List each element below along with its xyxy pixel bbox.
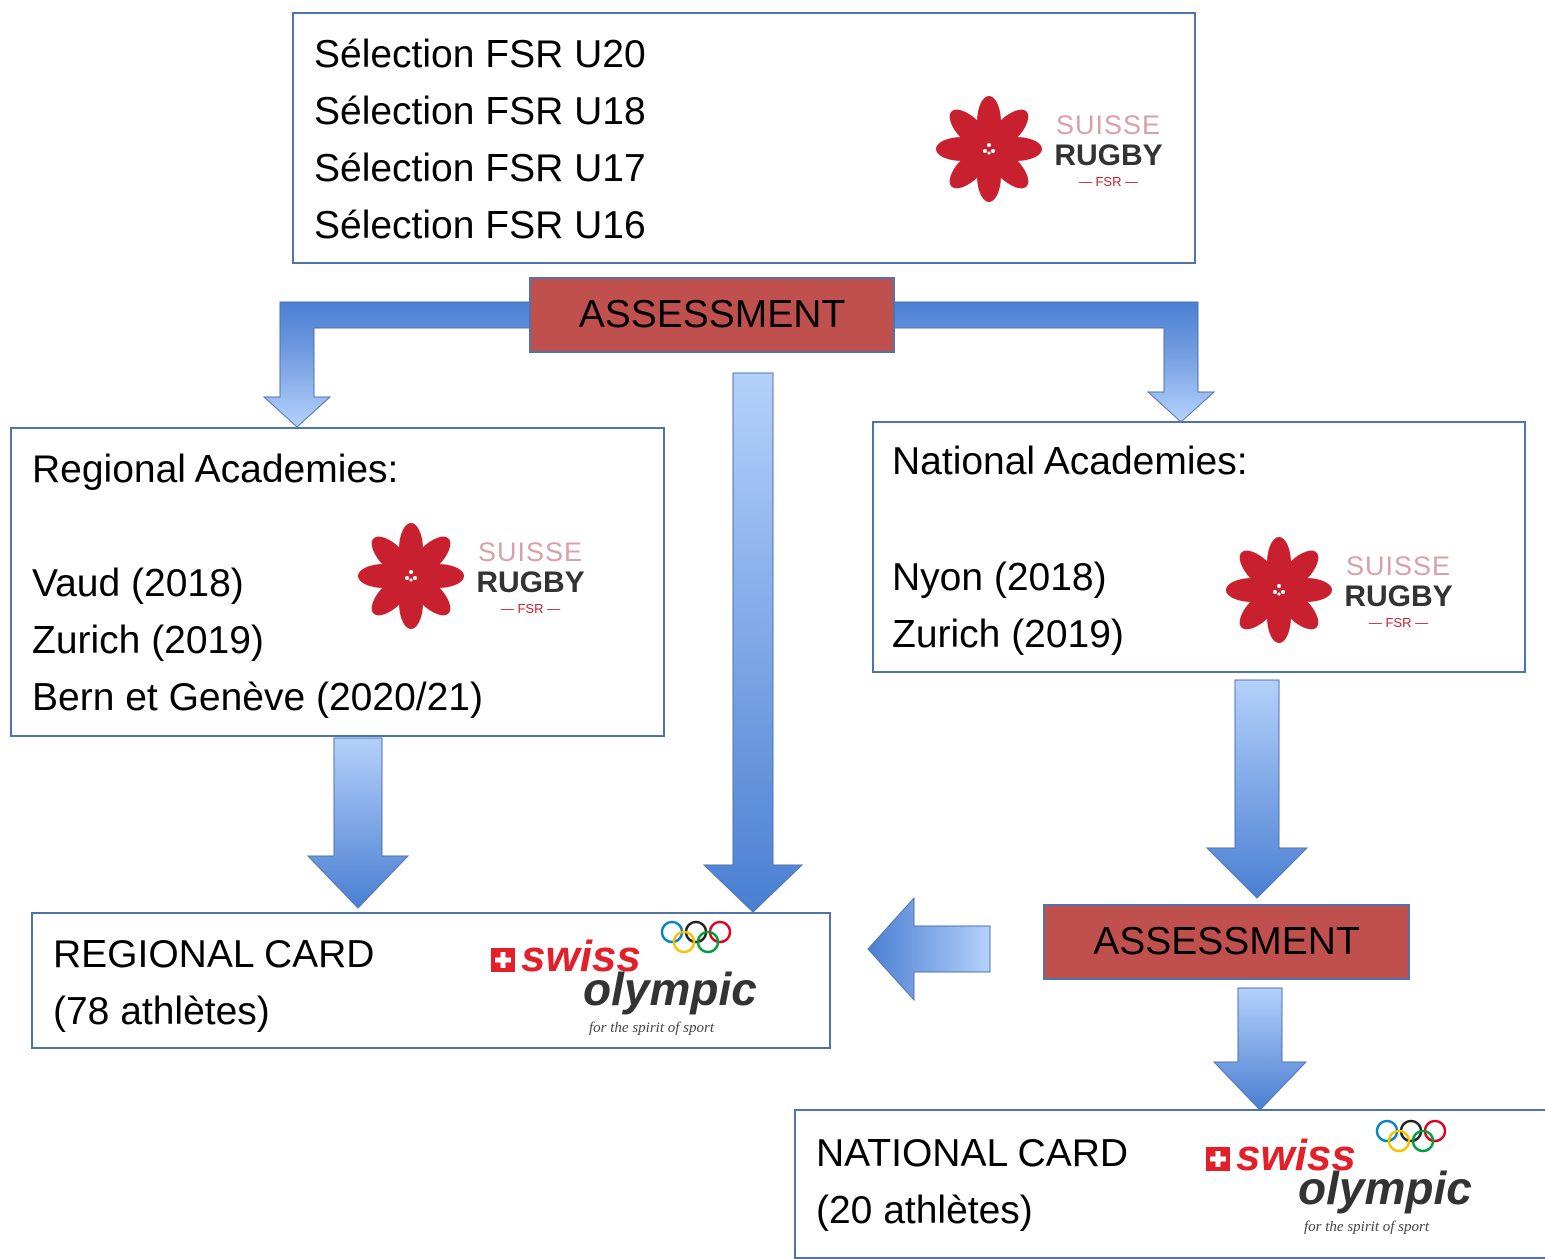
regional-item-bern-geneve: Bern et Genève (2020/21) (32, 676, 483, 719)
selection-u18: Sélection FSR U18 (314, 90, 646, 133)
logo-rugby-text: RUGBY (476, 566, 585, 599)
logo-rugby-text: RUGBY (1344, 580, 1453, 613)
national-item-zurich: Zurich (2019) (892, 613, 1124, 656)
logo-suisse-text: SUISSE (1345, 551, 1452, 581)
logo-suisse-text: SUISSE (1055, 110, 1162, 140)
suisse-rugby-logo: SUISSE RUGBY — FSR — (356, 521, 596, 631)
suisse-rugby-logo: SUISSE RUGBY — FSR — (934, 94, 1174, 204)
selection-box: Sélection FSR U20 Sélection FSR U18 Séle… (292, 12, 1196, 264)
selection-u17: Sélection FSR U17 (314, 147, 646, 190)
selection-u20: Sélection FSR U20 (314, 33, 646, 76)
national-title: National Academies: (892, 440, 1248, 483)
assessment-right: ASSESSMENT (1043, 904, 1410, 980)
swiss-cross-icon (1206, 1147, 1230, 1171)
swiss-word: swiss (1236, 1131, 1356, 1180)
regional-card-count: (78 athlètes) (53, 990, 270, 1033)
arrow-assessment-to-national (893, 301, 1216, 423)
edelweiss-icon (1226, 537, 1332, 643)
swiss-olympic-tagline: for the spirit of sport (589, 1020, 715, 1036)
national-academies-box: National Academies: Nyon (2018) Zurich (… (872, 421, 1526, 673)
swiss-word: swiss (521, 932, 641, 981)
arrow-regional-to-card (306, 737, 410, 909)
edelweiss-icon (358, 523, 464, 629)
olympic-rings-icon (1375, 1119, 1447, 1153)
arrow-assessment-to-regional (262, 301, 531, 428)
arrow-assessment-to-national-card (1212, 987, 1308, 1111)
arrow-national-to-assessment (1205, 679, 1309, 899)
arrow-assessment-to-regional-card-left (867, 896, 991, 1002)
regional-card-title: REGIONAL CARD (53, 933, 375, 976)
swiss-olympic-tagline: for the spirit of sport (1304, 1219, 1430, 1235)
olympic-rings-icon (660, 920, 732, 954)
regional-title: Regional Academies: (32, 448, 399, 491)
regional-item-vaud: Vaud (2018) (32, 562, 244, 605)
logo-fsr-text: — FSR — (1368, 615, 1429, 630)
national-card-count: (20 athlètes) (816, 1189, 1033, 1232)
regional-item-zurich: Zurich (2019) (32, 619, 264, 662)
edelweiss-icon (936, 96, 1042, 202)
logo-rugby-text: RUGBY (1054, 139, 1163, 172)
logo-fsr-text: — FSR — (1078, 174, 1139, 189)
national-card-box: NATIONAL CARD (20 athlètes) swiss olympi… (794, 1109, 1545, 1259)
logo-fsr-text: — FSR — (500, 601, 561, 616)
suisse-rugby-logo: SUISSE RUGBY — FSR — (1224, 535, 1464, 645)
olympic-word: olympic (583, 963, 757, 1015)
logo-suisse-text: SUISSE (477, 537, 584, 567)
national-card-title: NATIONAL CARD (816, 1132, 1129, 1175)
assessment-top: ASSESSMENT (529, 277, 895, 353)
regional-academies-box: Regional Academies: Vaud (2018) Zurich (… (10, 427, 665, 737)
swiss-cross-icon (491, 948, 515, 972)
swiss-olympic-logo: swiss olympic for the spirit of sport (1206, 1117, 1506, 1245)
swiss-olympic-logo: swiss olympic for the spirit of sport (491, 918, 791, 1046)
olympic-word: olympic (1298, 1162, 1472, 1214)
national-item-nyon: Nyon (2018) (892, 556, 1107, 599)
arrow-assessment-to-regional-card (702, 372, 804, 913)
selection-u16: Sélection FSR U16 (314, 204, 646, 247)
regional-card-box: REGIONAL CARD (78 athlètes) swiss olympi… (31, 912, 831, 1049)
